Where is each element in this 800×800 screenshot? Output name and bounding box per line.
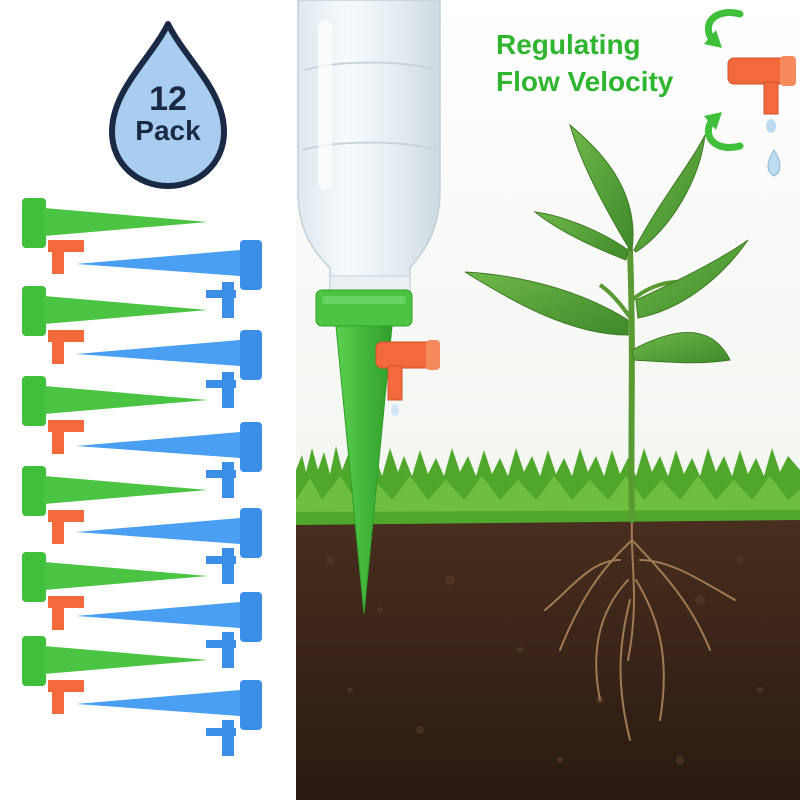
green-spike-5 [22,552,208,602]
blue-spike-6 [76,680,262,756]
blue-spike-1 [76,240,262,318]
pack-count: 12 [149,80,187,118]
orange-valve-2 [48,330,84,364]
orange-valve-5 [48,596,84,630]
orange-valve-4 [48,510,84,544]
plant-stem [627,247,635,523]
watering-spike-main [315,289,413,615]
spike-pack-group [22,198,262,756]
soil-area [296,500,800,800]
green-spike-3 [22,376,208,426]
water-bottle [297,0,441,293]
orange-valve-3 [48,420,84,454]
orange-valve-6 [48,680,84,714]
blue-spike-5 [76,592,262,668]
green-spike-2 [22,286,208,336]
orange-valve-1 [48,240,84,274]
flow-valve-main [375,340,440,416]
headline-line-1: Regulating [496,29,641,60]
pack-label: Pack [135,115,201,146]
blue-spike-3 [76,422,262,498]
regulating-valve-diagram [704,9,796,177]
green-spike-6 [22,636,208,686]
soil-texture [326,556,763,764]
grass-highlight [296,476,800,512]
green-spike-4 [22,466,208,516]
green-spike-1 [22,198,208,248]
plant-roots [544,519,736,741]
plant-leaves [464,123,749,364]
blue-spike-2 [76,330,262,408]
headline-line-2: Flow Velocity [496,66,674,97]
blue-spike-4 [76,508,262,584]
water-drop-badge [109,21,227,189]
